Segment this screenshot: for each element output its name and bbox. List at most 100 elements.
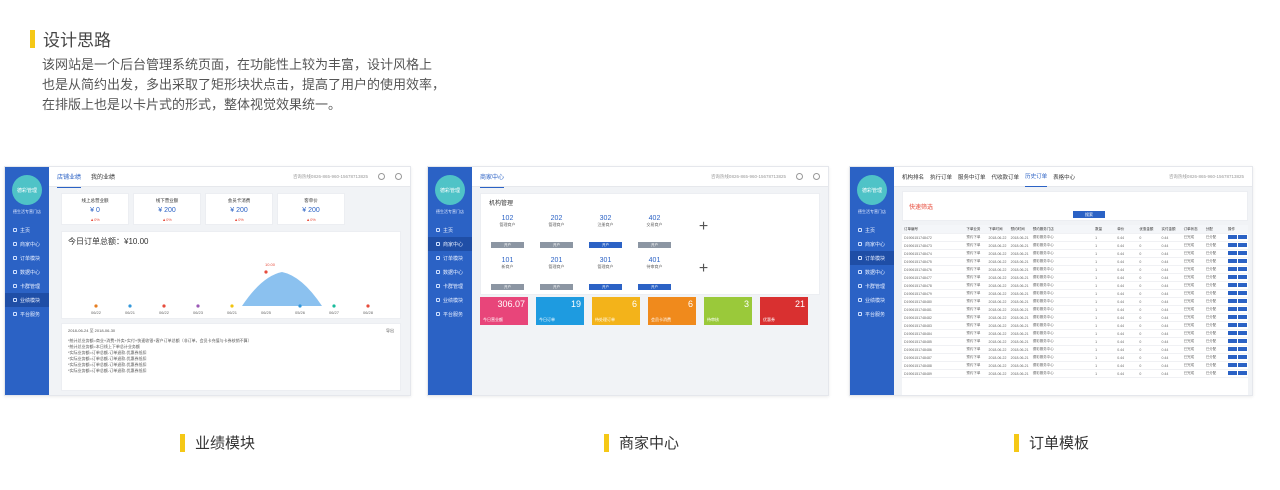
nav-item-merchant[interactable]: 商家中心 (428, 237, 472, 251)
view-button[interactable] (1227, 355, 1237, 359)
search-icon[interactable] (796, 173, 803, 180)
view-button[interactable] (1227, 259, 1237, 263)
module-button[interactable]: 开户 (589, 284, 622, 290)
module-button[interactable]: 开户 (491, 284, 524, 290)
edit-button[interactable] (1237, 307, 1247, 311)
search-icon[interactable] (378, 173, 385, 180)
column-header[interactable]: 订单状态 (1183, 226, 1198, 231)
tab-collection[interactable]: 代收款订单 (991, 174, 1020, 181)
view-button[interactable] (1227, 251, 1237, 255)
edit-button[interactable] (1237, 371, 1247, 375)
tab-my-performance[interactable]: 我的业绩 (91, 175, 116, 181)
module-button[interactable]: 开户 (540, 284, 573, 290)
gear-icon[interactable] (813, 173, 820, 180)
view-button[interactable] (1227, 283, 1237, 287)
view-button[interactable] (1227, 235, 1237, 239)
edit-button[interactable] (1237, 299, 1247, 303)
search-button[interactable]: 搜索 (1073, 211, 1105, 218)
edit-button[interactable] (1237, 315, 1247, 319)
view-button[interactable] (1227, 331, 1237, 335)
quick-filter[interactable]: 快速筛选 (909, 205, 934, 211)
nav-item-data[interactable]: 数据中心 (5, 265, 49, 279)
nav-item-cards[interactable]: 卡群管理 (428, 279, 472, 293)
column-header[interactable]: 操作 (1227, 226, 1235, 231)
column-header[interactable]: 优惠金额 (1139, 226, 1154, 231)
module-button[interactable]: 开户 (638, 242, 671, 248)
nav-item-home[interactable]: 主页 (5, 223, 49, 237)
nav-item-data[interactable]: 数据中心 (428, 265, 472, 279)
edit-button[interactable] (1237, 339, 1247, 343)
gear-icon[interactable] (395, 173, 402, 180)
column-header[interactable]: 数量 (1095, 226, 1103, 231)
edit-button[interactable] (1237, 243, 1247, 247)
edit-button[interactable] (1237, 323, 1247, 327)
tab-ranking[interactable]: 机构排名 (902, 174, 925, 181)
edit-button[interactable] (1237, 251, 1247, 255)
nav-item-performance[interactable]: 业绩模块 (428, 293, 472, 307)
column-header[interactable]: 实付金额 (1161, 226, 1176, 231)
nav-item-home[interactable]: 主页 (428, 223, 472, 237)
nav-item-data[interactable]: 数据中心 (850, 265, 894, 279)
export-button[interactable]: 导出 (386, 328, 394, 333)
column-header[interactable]: 下单业务 (966, 226, 981, 231)
view-button[interactable] (1227, 267, 1237, 271)
nav-item-orders[interactable]: 订单模块 (428, 251, 472, 265)
nav-item-orders[interactable]: 订单模块 (850, 251, 894, 265)
nav-item-home[interactable]: 主页 (850, 223, 894, 237)
date-range[interactable]: 2018-06-24 至 2018-06-30 (68, 328, 116, 333)
add-module-button[interactable]: + (698, 218, 709, 235)
edit-button[interactable] (1237, 363, 1247, 367)
module-button[interactable]: 开户 (540, 242, 573, 248)
view-button[interactable] (1227, 371, 1237, 375)
nav-item-performance[interactable]: 业绩模块 (850, 293, 894, 307)
edit-button[interactable] (1237, 267, 1247, 271)
tab-store-performance[interactable]: 店铺业绩 (57, 167, 82, 188)
tab-executing[interactable]: 执行订单 (930, 174, 953, 181)
tab-merchant-center[interactable]: 商家中心 (480, 167, 505, 188)
column-header[interactable]: 分配 (1205, 226, 1213, 231)
column-header[interactable]: 预约服务门店 (1032, 226, 1054, 231)
tab-history[interactable]: 历史订单 (1025, 167, 1048, 187)
module-button[interactable]: 开户 (638, 284, 671, 290)
edit-button[interactable] (1237, 235, 1247, 239)
view-button[interactable] (1227, 307, 1237, 311)
nav-item-platform[interactable]: 平台服务 (5, 307, 49, 321)
view-button[interactable] (1227, 323, 1237, 327)
view-button[interactable] (1227, 363, 1237, 367)
edit-button[interactable] (1237, 259, 1247, 263)
add-module-button[interactable]: + (698, 260, 709, 277)
edit-button[interactable] (1237, 283, 1247, 287)
view-button[interactable] (1227, 299, 1237, 303)
nav-item-merchant[interactable]: 商家中心 (850, 237, 894, 251)
nav-item-cards[interactable]: 卡群管理 (5, 279, 49, 293)
view-button[interactable] (1227, 347, 1237, 351)
module-button[interactable]: 开户 (589, 242, 622, 248)
